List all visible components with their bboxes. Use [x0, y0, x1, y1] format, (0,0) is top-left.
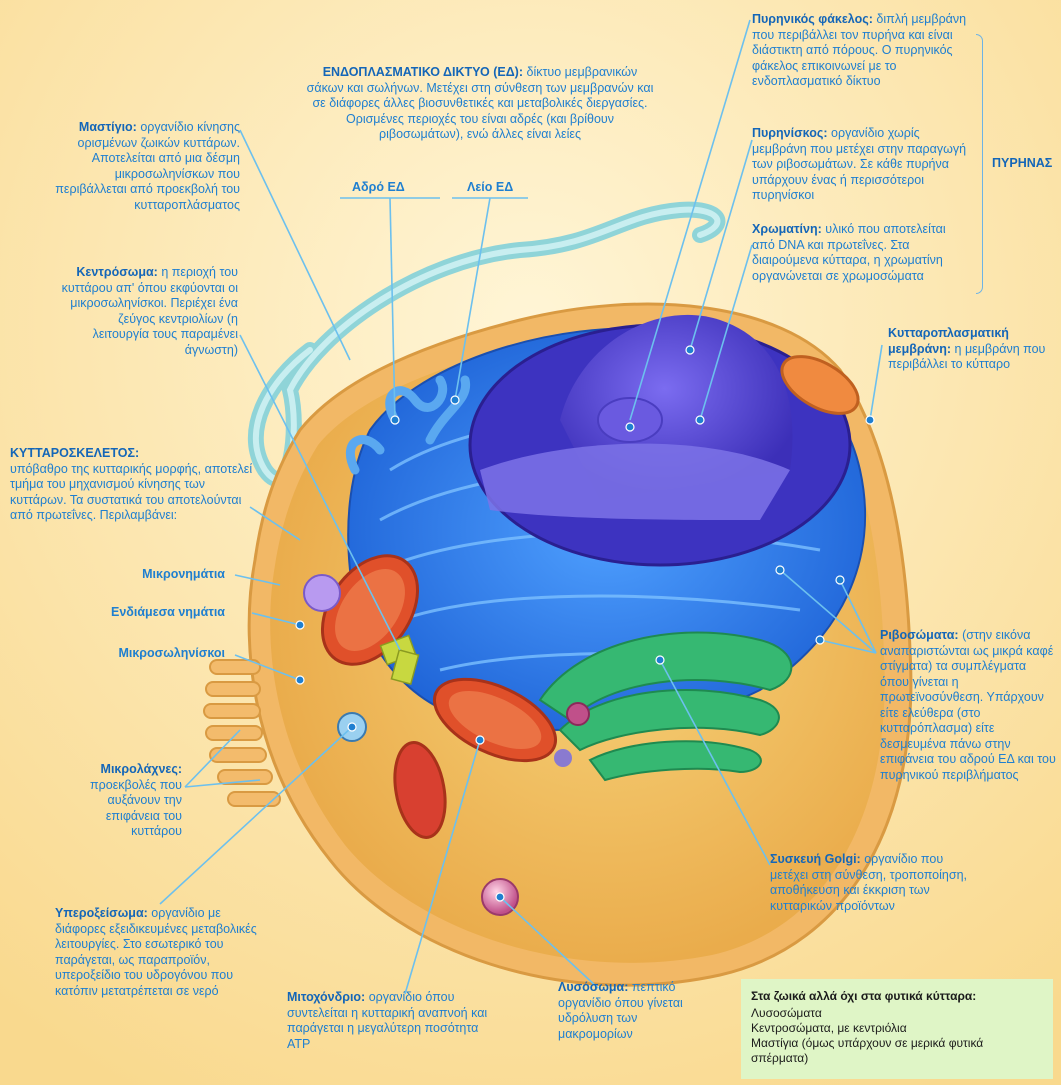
rough-er-label: Αδρό ΕΔ [352, 180, 405, 196]
cytoskeleton-title: ΚΥΤΤΑΡΟΣΚΕΛΕΤΟΣ: [10, 446, 139, 460]
summary-item: Μαστίγια (όμως υπάρχουν σε μερικά φυτικά… [751, 1036, 1043, 1066]
mitochondrion-title: Μιτοχόνδριο: [287, 990, 365, 1004]
cytoskeleton-description: υπόβαθρο της κυτταρικής μορφής, αποτελεί… [10, 462, 252, 523]
nucleolus-label: Πυρηνίσκος: οργανίδιο χωρίς μεμβράνη που… [752, 126, 974, 204]
flagellum-label: Μαστίγιο: οργανίδιο κίνησης ορισμένων ζω… [55, 120, 240, 213]
intermediate-filaments-label: Ενδιάμεσα νημάτια [60, 605, 225, 621]
golgi-label: Συσκευή Golgi: οργανίδιο που μετέχει στη… [770, 852, 970, 914]
plasma-membrane-label: Κυτταροπλασματική μεμβράνη: η μεμβράνη π… [888, 326, 1058, 373]
centrosome-title: Κεντρόσωμα: [76, 265, 157, 279]
chromatin-title: Χρωματίνη: [752, 222, 822, 236]
smooth-er-label: Λείο ΕΔ [467, 180, 513, 196]
er-title: ΕΝΔΟΠΛΑΣΜΑΤΙΚΟ ΔΙΚΤΥΟ (ΕΔ): [323, 65, 523, 79]
ribosomes-label: Ριβοσώματα: (στην εικόνα αναπαριστώνται … [880, 628, 1058, 783]
summary-box: Στα ζωικά αλλά όχι στα φυτικά κύτταρα: Λ… [741, 979, 1053, 1079]
microvilli-title: Μικρολάχνες: [101, 762, 182, 776]
microfilaments-label: Μικρονημάτια [80, 567, 225, 583]
nucleus-label: ΠΥΡΗΝΑΣ [992, 156, 1052, 172]
nucleus-bracket [976, 34, 983, 294]
flagellum-title: Μαστίγιο: [79, 120, 137, 134]
centrosome-label: Κεντρόσωμα: η περιοχή του κυττάρου απ' ό… [60, 265, 238, 358]
er-label: ΕΝΔΟΠΛΑΣΜΑΤΙΚΟ ΔΙΚΤΥΟ (ΕΔ): δίκτυο μεμβρ… [305, 65, 655, 143]
cytoskeleton-label: ΚΥΤΤΑΡΟΣΚΕΛΕΤΟΣ: υπόβαθρο της κυτταρικής… [10, 446, 260, 524]
microtubules-label: Μικροσωληνίσκοι [60, 646, 225, 662]
nuclear-envelope-label: Πυρηνικός φάκελος: διπλή μεμβράνη που πε… [752, 12, 970, 90]
chromatin-label: Χρωματίνη: υλικό που αποτελείται από DNA… [752, 222, 962, 284]
microvilli-description: προεκβολές που αυξάνουν την επιφάνεια το… [90, 778, 182, 839]
peroxisome-label: Υπεροξείσωμα: οργανίδιο με διάφορες εξει… [55, 906, 270, 999]
microvilli-label: Μικρολάχνες: προεκβολές που αυξάνουν την… [60, 762, 182, 840]
mitochondrion-label: Μιτοχόνδριο: οργανίδιο όπου συντελείται … [287, 990, 497, 1052]
ribosomes-title: Ριβοσώματα: [880, 628, 959, 642]
golgi-title: Συσκευή Golgi: [770, 852, 861, 866]
nucleolus-title: Πυρηνίσκος: [752, 126, 828, 140]
peroxisome-title: Υπεροξείσωμα: [55, 906, 148, 920]
summary-item: Κεντροσώματα, με κεντριόλια [751, 1021, 1043, 1036]
summary-title: Στα ζωικά αλλά όχι στα φυτικά κύτταρα: [751, 989, 1043, 1004]
lysosome-title: Λυσόσωμα: [558, 980, 628, 994]
summary-item: Λυσοσώματα [751, 1006, 1043, 1021]
lysosome-label: Λυσόσωμα: πεπτικό οργανίδιο όπου γίνεται… [558, 980, 708, 1042]
nuclear-envelope-title: Πυρηνικός φάκελος: [752, 12, 873, 26]
ribosomes-description: (στην εικόνα αναπαριστώνται ως μικρά καφ… [880, 628, 1056, 782]
